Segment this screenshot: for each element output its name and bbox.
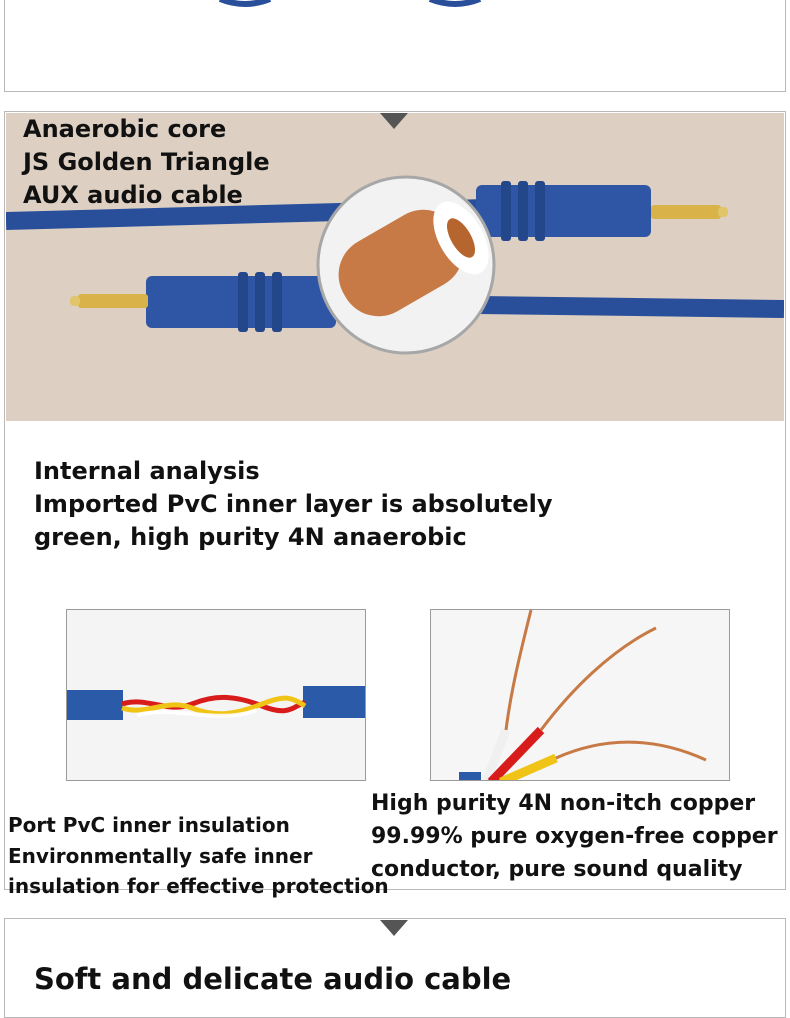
hero-line-1: Anaerobic core	[23, 115, 227, 143]
soft-cable-heading: Soft and delicate audio cable	[34, 962, 512, 996]
section-arrow-2	[380, 920, 408, 936]
insulation-photo	[66, 609, 366, 781]
copper-coil-graphic	[338, 201, 489, 317]
hero-line-3: AUX audio cable	[23, 181, 243, 209]
cable-hero-illustration	[6, 175, 784, 355]
right-caption-line-3: conductor, pure sound quality	[371, 857, 743, 882]
cable-edge-graphic	[218, 0, 482, 7]
left-caption-line-1: Port PvC inner insulation	[8, 813, 290, 837]
copper-strands-photo	[430, 609, 730, 781]
top-panel	[4, 0, 786, 92]
analysis-line-2: Imported PvC inner layer is absolutely	[34, 490, 553, 518]
left-caption-line-2: Environmentally safe inner	[8, 844, 313, 868]
right-caption-line-2: 99.99% pure oxygen-free copper	[371, 824, 778, 849]
internal-analysis-panel: Anaerobic core JS Golden Triangle AUX au…	[4, 111, 786, 898]
analysis-heading: Internal analysis	[34, 457, 260, 485]
hero-line-2: JS Golden Triangle	[23, 148, 270, 176]
section-arrow-1	[380, 113, 408, 129]
left-caption-line-3: insulation for effective protection	[8, 874, 389, 898]
analysis-line-3: green, high purity 4N anaerobic	[34, 523, 467, 551]
right-caption-line-1: High purity 4N non-itch copper	[371, 791, 756, 816]
hero-banner: Anaerobic core JS Golden Triangle AUX au…	[6, 113, 784, 421]
